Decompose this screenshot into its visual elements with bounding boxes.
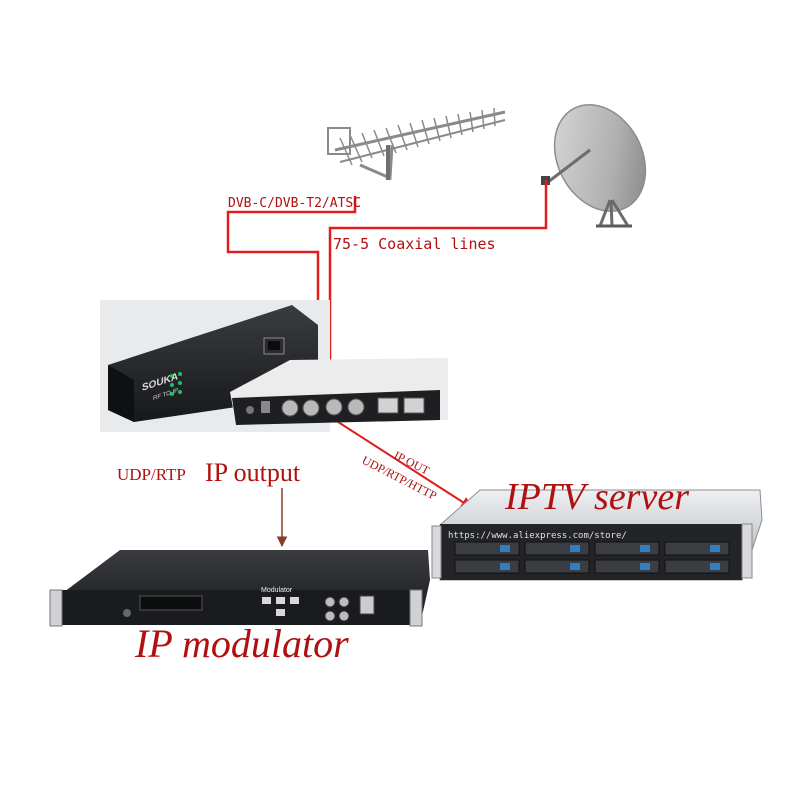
- ip-out-arrow: [334, 419, 474, 509]
- rf-to-ip-gateway-device: [100, 300, 448, 432]
- server-watermark: https://www.aliexpress.com/store/: [448, 531, 627, 541]
- drive-release-tabs: [500, 545, 720, 570]
- antenna-coax-line: [226, 196, 357, 398]
- status-led-indicators: [170, 372, 182, 396]
- udp-rtp-label: UDP/RTP: [117, 465, 186, 484]
- yagi-antenna-icon: [327, 107, 506, 181]
- coaxial-lines-label: 75-5 Coaxial lines: [333, 235, 496, 253]
- rf-input-label: DVB-C/DVB-T2/ATSC: [228, 196, 362, 211]
- ip-modulator-label: IP modulator: [135, 621, 349, 666]
- ip-modulator-device: [49, 550, 430, 627]
- satellite-dish-icon: [541, 104, 647, 228]
- iptv-server-device: [431, 489, 763, 581]
- output-connectors: [324, 596, 350, 622]
- control-buttons: [262, 597, 299, 616]
- iptv-server-label: IPTV server: [505, 476, 689, 518]
- rf-input-connectors: [281, 398, 365, 417]
- modulator-panel-label: Modulator: [261, 587, 293, 594]
- ethernet-ports: [377, 397, 425, 414]
- ip-output-label: IP output: [205, 458, 301, 487]
